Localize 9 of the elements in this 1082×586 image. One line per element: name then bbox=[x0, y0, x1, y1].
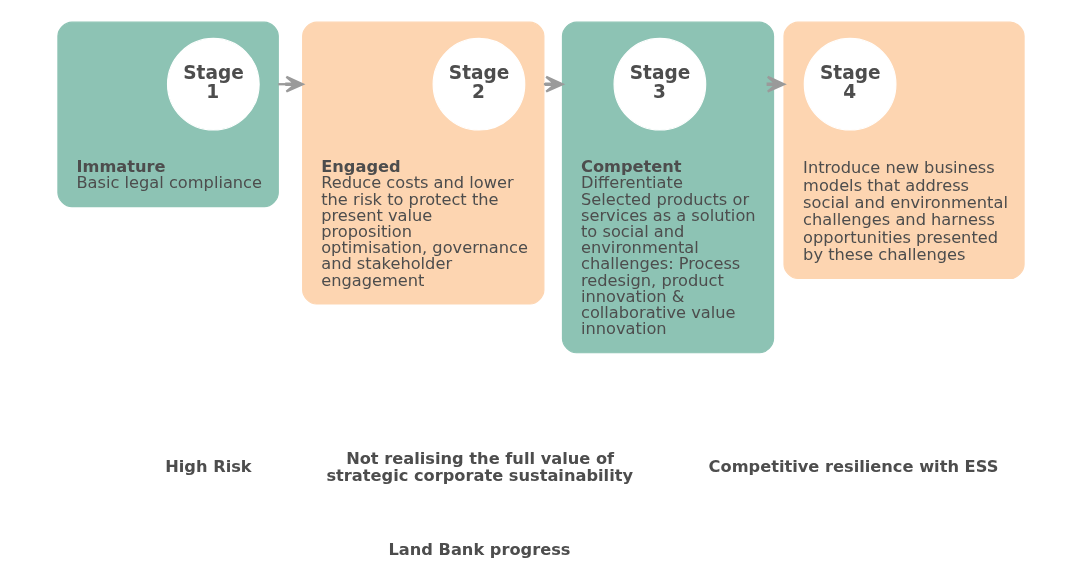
node-circle: Stage 2 bbox=[432, 37, 526, 131]
label: Competitive resilience with ESS bbox=[708, 456, 999, 476]
node-circle: Stage 1 bbox=[166, 37, 260, 131]
label: Not realising the full value of strategic corporate sustainability bbox=[326, 449, 634, 485]
label: High Risk bbox=[165, 456, 252, 476]
arrow bbox=[766, 75, 786, 93]
node-circle: Stage 4 bbox=[803, 37, 897, 131]
node-circle: Stage 3 bbox=[613, 37, 707, 131]
label: Land Bank progress bbox=[388, 540, 571, 560]
